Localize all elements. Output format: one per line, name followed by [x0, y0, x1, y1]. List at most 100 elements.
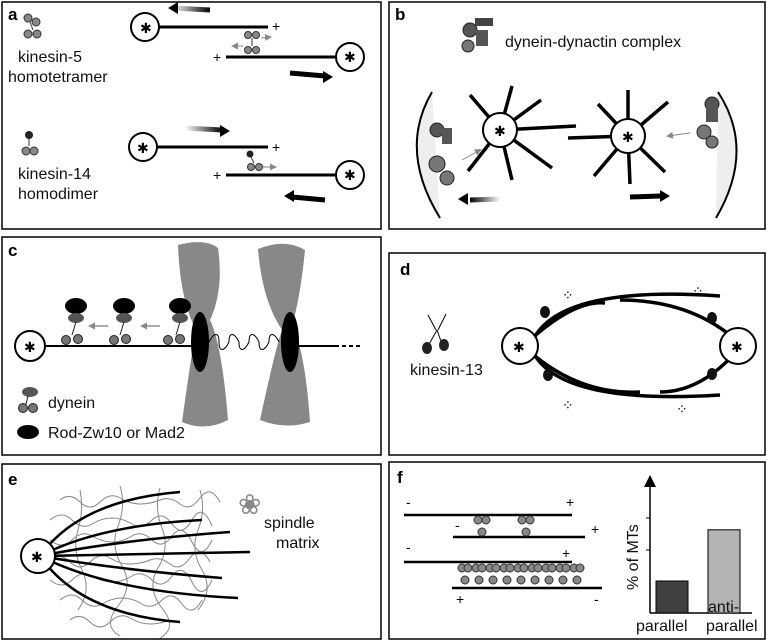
kinesin13-motor: [540, 306, 550, 318]
centrosome: [335, 42, 365, 72]
kinesin5-label-2: homotetramer: [8, 69, 108, 86]
plus-end: +: [272, 18, 280, 34]
kinesin14-icon: [21, 131, 39, 156]
motor-head: [488, 575, 498, 585]
motor-head: [516, 575, 526, 585]
centrosome: [610, 118, 646, 154]
motor-head: [547, 563, 557, 573]
centrosome: [335, 160, 365, 190]
cell-cortex-left: [415, 91, 441, 219]
motor-head: [474, 575, 484, 585]
motor-head: [477, 563, 487, 573]
legend-rodzw10-icon: [17, 425, 39, 439]
panel-b: b dynein-dynactin complex ✱: [388, 1, 766, 230]
panel-f: f - + - + - + + - % of MTs parallel anti…: [388, 461, 766, 640]
plus-end: +: [213, 49, 221, 65]
plus-end: +: [562, 545, 570, 561]
motor-head: [533, 563, 543, 573]
movement-arrow: [184, 125, 223, 133]
spindle-matrix-label-2: matrix: [276, 535, 320, 552]
microtubule: [531, 351, 721, 399]
cortical-dynein-left: [428, 122, 482, 186]
dynein-dynactin-icon: [461, 18, 493, 53]
cell-cortex-right: [715, 91, 738, 219]
centrosome-star: ✱: [622, 129, 634, 145]
centrosome: [501, 327, 539, 365]
movement-arrow: [629, 193, 661, 200]
motor-head: [491, 563, 501, 573]
panel-a-frame: [1, 1, 382, 230]
movement-arrow: [291, 194, 326, 203]
kinesin13-label: kinesin-13: [410, 362, 483, 379]
minus-end: -: [455, 517, 460, 533]
microtubule: [528, 301, 606, 342]
dynein-dynactin-label: dynein-dynactin complex: [505, 34, 681, 51]
kinesin13-motor: [543, 369, 553, 381]
centrosome-star: ✱: [344, 49, 356, 65]
centrosome: [482, 112, 518, 148]
bar-parallel: [655, 580, 689, 614]
motor-head: [460, 575, 470, 585]
dynein-motor: [109, 298, 135, 345]
x-label-anti-line1: anti-: [708, 599, 739, 616]
motor-head: [519, 563, 529, 573]
kinesin5-label-1: kinesin-5: [18, 49, 82, 66]
tubulin-fragments: ⁘: [692, 283, 704, 299]
panel-c-letter: c: [8, 241, 17, 260]
plus-end: +: [213, 167, 221, 183]
panel-a: a kinesin-5 homotetramer ✱ + + ✱: [1, 1, 382, 230]
centromere-spring: [208, 334, 280, 350]
tubulin-fragments: ⁘: [562, 287, 574, 303]
centrosome: [719, 327, 757, 365]
centrosome: [20, 538, 56, 574]
arrowhead: [168, 2, 178, 14]
tubulin-fragments: ⁘: [676, 401, 688, 417]
motor-head: [558, 575, 568, 585]
motor-head: [463, 563, 473, 573]
kinesin14-label-2: homodimer: [18, 186, 99, 203]
panel-c-frame: [1, 236, 382, 456]
x-label-parallel: parallel: [636, 618, 688, 635]
movement-arrow: [289, 70, 326, 79]
plus-end: +: [591, 521, 599, 537]
microtubule: [531, 292, 721, 341]
kinesin13-motor: [707, 312, 717, 324]
arrowhead: [323, 71, 333, 83]
centrosome-star: ✱: [137, 140, 149, 156]
mt-percentage-chart: % of MTs parallel anti-: [625, 475, 752, 635]
plus-end: +: [566, 494, 574, 510]
panel-b-frame: [388, 1, 766, 230]
minus-end: -: [406, 494, 411, 510]
kinesin5-icon: [23, 13, 42, 39]
dynein-motor: [61, 298, 87, 345]
x-label-anti-line2: parallel: [706, 618, 758, 635]
arrowhead: [284, 190, 294, 202]
motor-head: [572, 575, 582, 585]
movement-arrow: [469, 196, 501, 203]
panel-f-letter: f: [397, 468, 403, 487]
spindle-matrix-label-1: spindle: [264, 515, 315, 532]
panel-b-letter: b: [395, 5, 405, 24]
centrosome-star: ✱: [731, 339, 743, 355]
panel-c: c ✱: [1, 236, 382, 456]
spindle-matrix-icon: ❀: [238, 489, 261, 520]
kinesin13-motor: [707, 368, 717, 380]
centrosome-star: ✱: [31, 549, 43, 565]
y-axis-label: % of MTs: [625, 524, 642, 590]
minus-end: -: [406, 539, 411, 555]
panel-a-letter: a: [8, 5, 18, 24]
movement-arrow: [171, 5, 211, 13]
plus-end: +: [272, 139, 280, 155]
microtubule: [619, 298, 738, 342]
legend-rodzw10-label: Rod-Zw10 or Mad2: [48, 425, 185, 442]
cortical-dynein-right: [666, 96, 720, 149]
arrowhead: [220, 125, 230, 137]
kinetochore: [281, 312, 299, 372]
arrowhead: [458, 193, 468, 205]
kinesin14-motor: [246, 150, 277, 171]
crosslinker-motors-parallel: [473, 515, 535, 537]
panel-d-letter: d: [400, 260, 410, 279]
arrowhead: [660, 190, 670, 202]
panel-d: d kinesin-13 ✱ ✱ ⁘ ⁘ ⁘ ⁘: [388, 252, 766, 456]
